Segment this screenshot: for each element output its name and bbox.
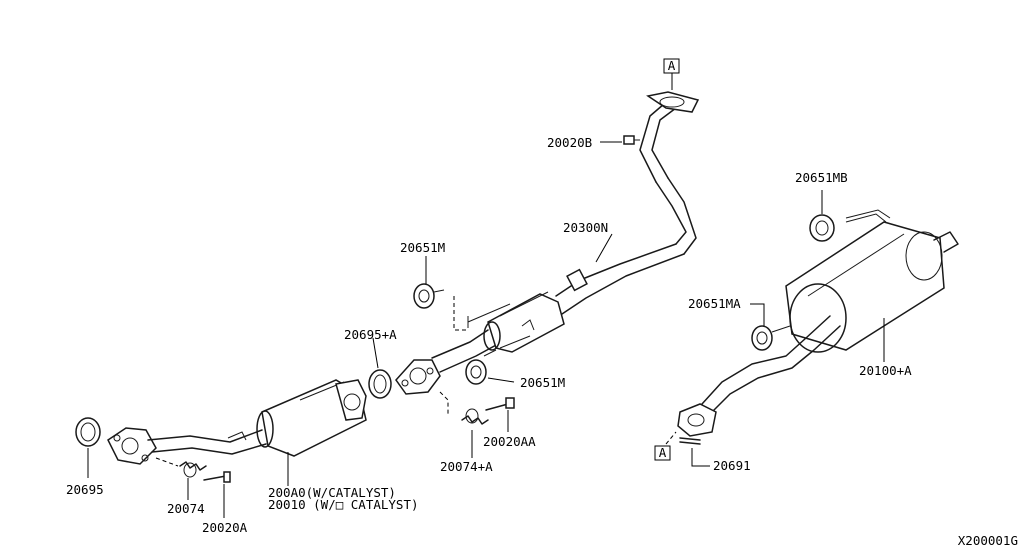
label-20300N: 20300N (563, 220, 608, 235)
label-20651MB: 20651MB (795, 170, 848, 185)
front-tube-assembly (75, 379, 367, 483)
label-20651M-right: 20651M (520, 375, 565, 390)
diagram-id: X200001G (958, 533, 1018, 548)
label-20100A: 20100+A (859, 363, 912, 378)
label-20020A: 20020A (202, 520, 248, 535)
label-20010: 20010 (W/□ CATALYST) (268, 497, 419, 512)
label-20695: 20695 (66, 482, 104, 497)
label-20691: 20691 (713, 458, 751, 473)
ref-box-a-bottom: A (654, 445, 671, 461)
ref-box-a-top: A (663, 58, 680, 74)
ref-a-bottom-text: A (659, 445, 667, 460)
main-muffler-assembly (665, 209, 959, 445)
label-20020AA: 20020AA (483, 434, 536, 449)
label-20651M-top: 20651M (400, 240, 445, 255)
label-20074: 20074 (167, 501, 205, 516)
ref-a-top-text: A (668, 58, 676, 73)
label-20074A: 20074+A (440, 459, 493, 474)
label-200A0: 200A0(W/CATALYST) (268, 485, 396, 500)
part-labels: 20020B 20300N 20651M 20695+A 20651M 2002… (66, 135, 912, 535)
leader-lines (87, 72, 885, 518)
center-tube-assembly (368, 91, 700, 425)
label-20695A: 20695+A (344, 327, 397, 342)
label-20020B: 20020B (547, 135, 592, 150)
label-20651MA: 20651MA (688, 296, 741, 311)
